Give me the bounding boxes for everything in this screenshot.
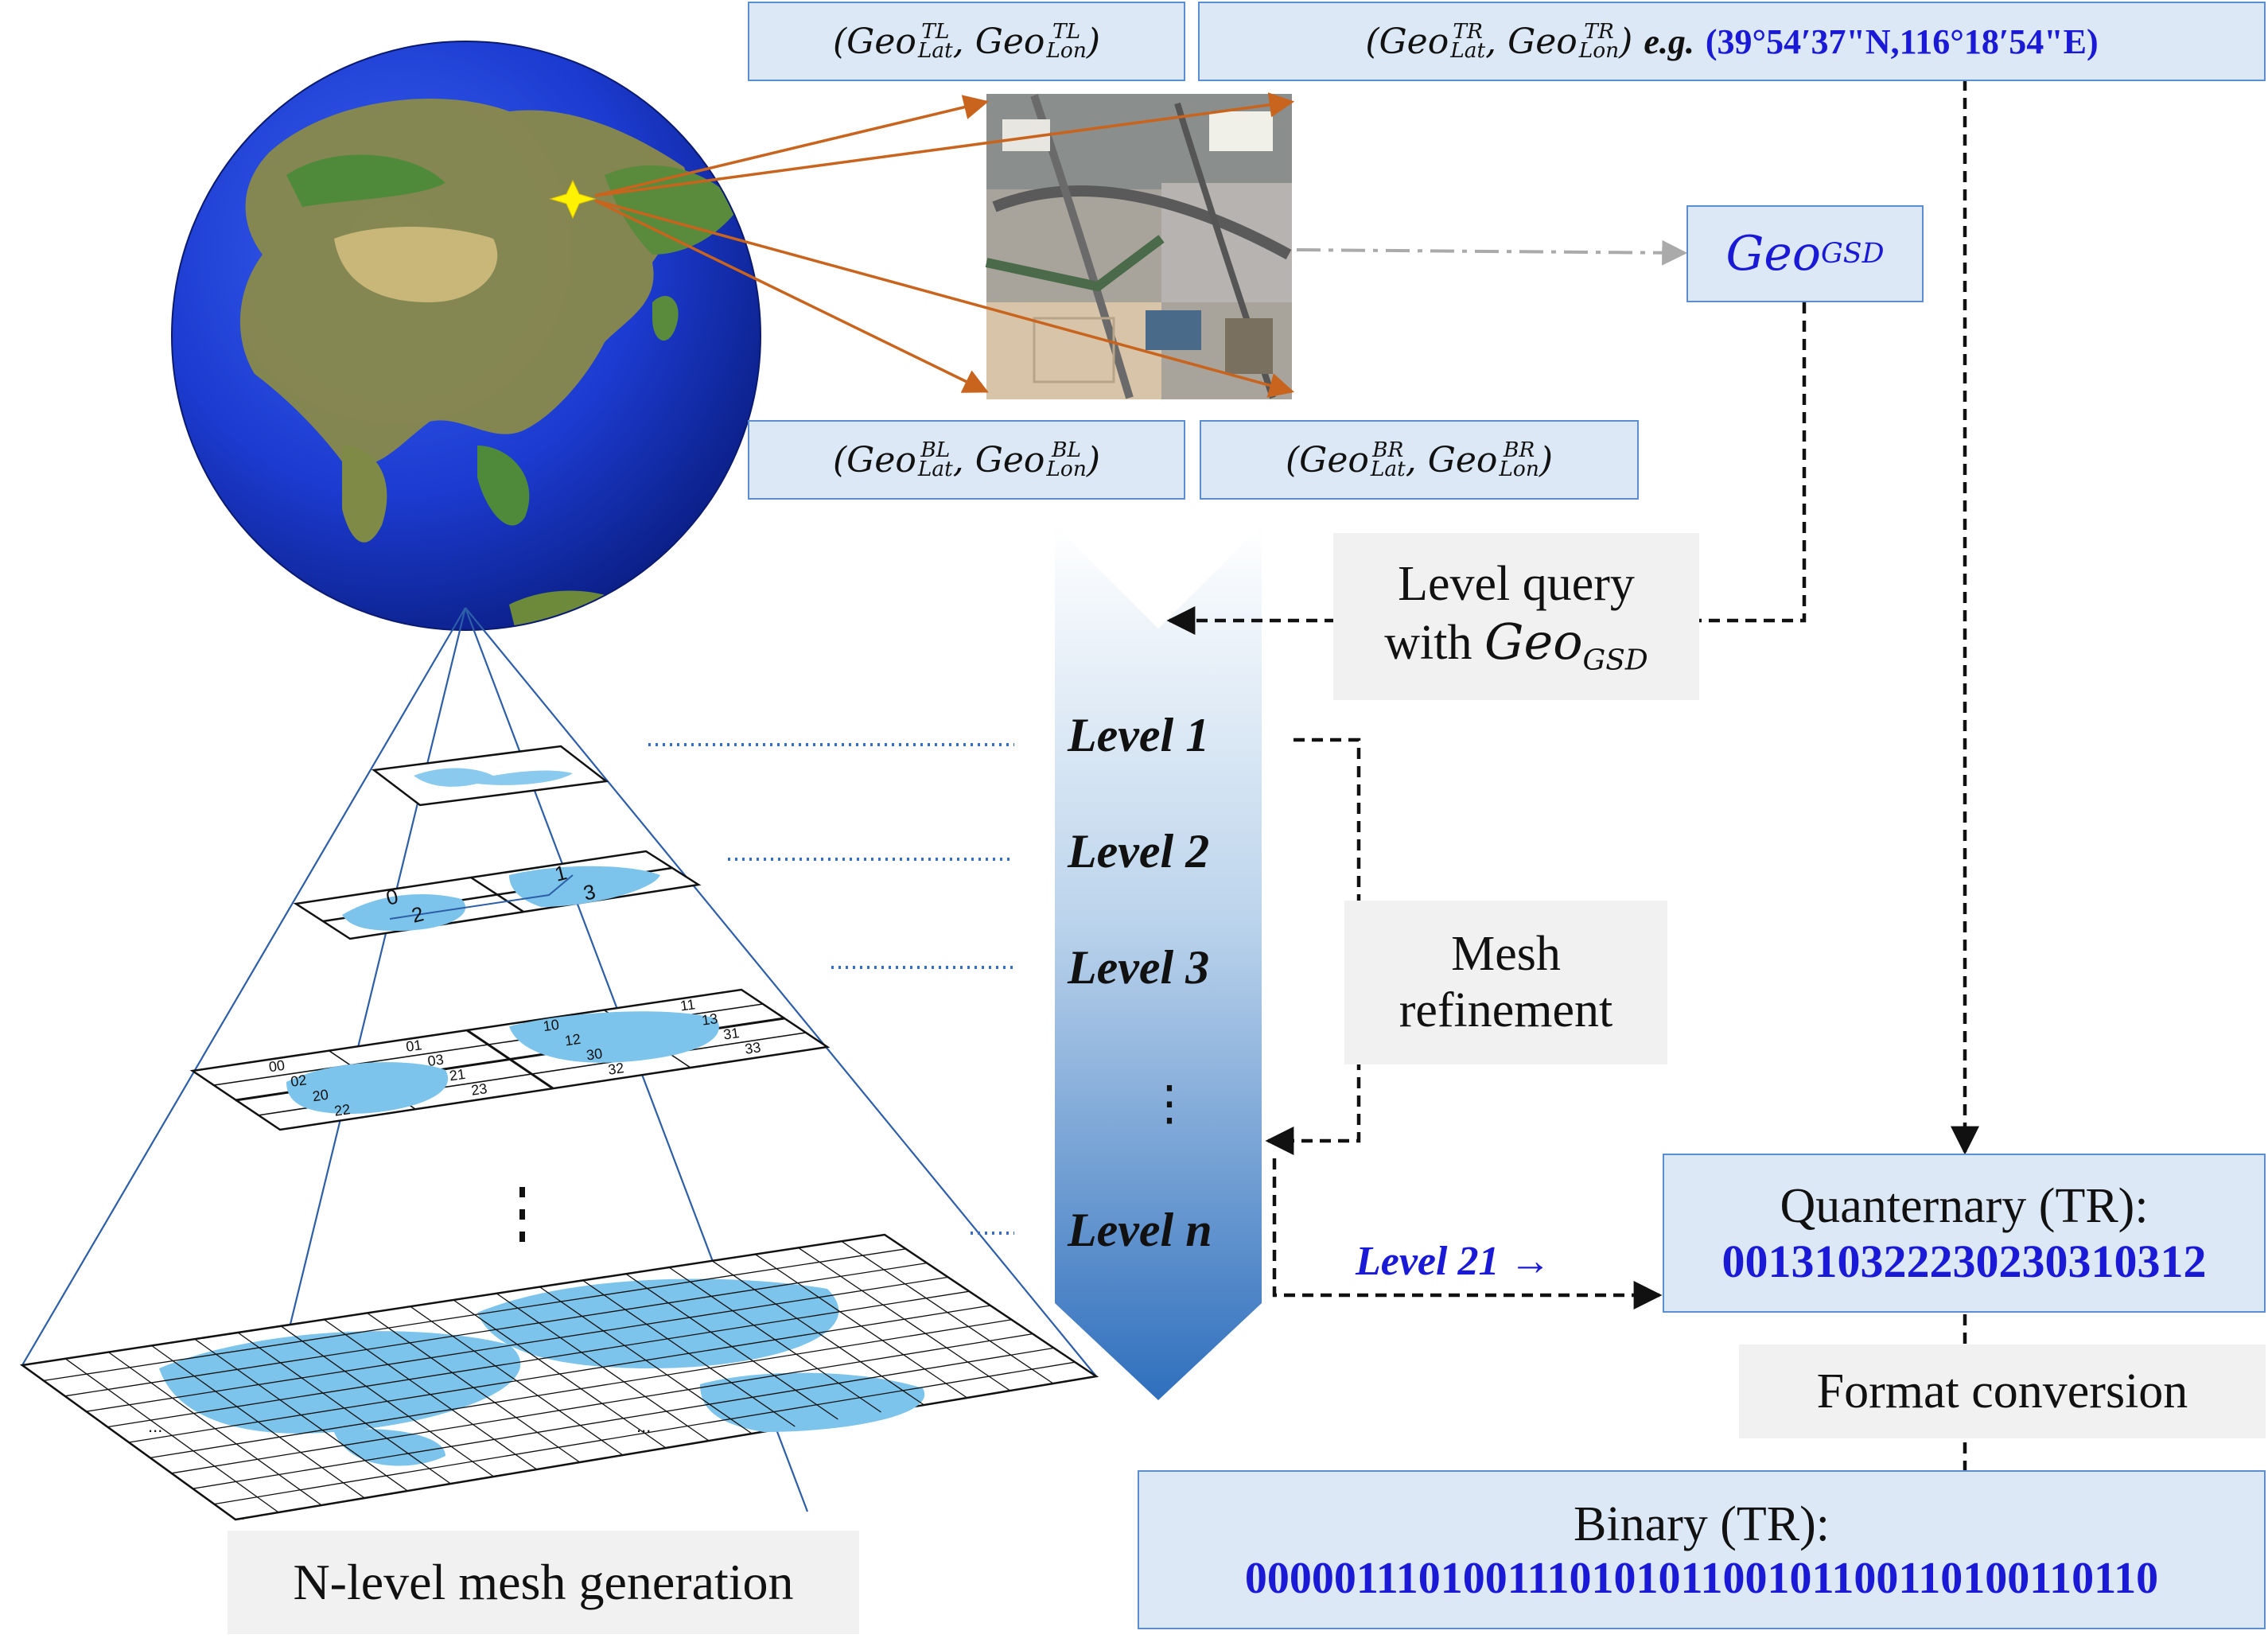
level-ellipsis: ⋮ [1146, 1077, 1193, 1130]
mesh-level-3 [189, 988, 831, 1131]
mesh-refinement-label: Mesh refinement [1344, 901, 1667, 1064]
level-2-label: Level 2 [1068, 825, 1210, 878]
level2-cell-label: 1 [552, 860, 569, 886]
level3-cell-label: 32 [607, 1060, 625, 1078]
level2-cell-label: 2 [409, 901, 426, 928]
arrow-to-top-right [594, 92, 1295, 197]
arrow-to-top-left [594, 95, 990, 197]
binary-box: Binary (TR): 000001110100111010101100101… [1138, 1470, 2266, 1629]
level3-cell-label: 21 [449, 1066, 467, 1084]
level-1-label: Level 1 [1068, 709, 1210, 761]
level3-cell-label: 30 [585, 1045, 604, 1064]
grid-ellipsis-1: ... [636, 1416, 651, 1436]
level3-cell-label: 00 [268, 1057, 286, 1076]
level3-cell-label: 22 [333, 1101, 352, 1119]
level3-cell-label: 12 [564, 1031, 582, 1049]
level3-cell-label: 20 [311, 1087, 329, 1105]
level2-cell-label: 0 [383, 884, 400, 910]
arrow-to-bottom-left [594, 199, 989, 393]
level3-cell-label: 33 [744, 1039, 762, 1057]
level3-cell-label: 11 [679, 996, 696, 1014]
land-australia [509, 590, 652, 630]
mesh-level-1 [371, 745, 609, 807]
level-21-label: Level 21 → [1356, 1239, 1551, 1284]
level3-cell-label: 02 [290, 1072, 308, 1090]
level-n-label: Level n [1068, 1204, 1212, 1256]
land-green [286, 154, 445, 207]
level-query-label: Level query with GeoGSD [1333, 533, 1699, 700]
arrow-to-bottom-right [594, 199, 1295, 398]
land-desert [334, 227, 498, 302]
level3-cell-label: 01 [405, 1037, 423, 1055]
pyramid-ellipsis [519, 1187, 525, 1242]
satellite-image [985, 94, 1292, 399]
level-leader-lines [648, 743, 1014, 1235]
level-3-label: Level 3 [1068, 941, 1210, 994]
arrow-image-to-gsd [1296, 239, 1688, 266]
level-chevron [1055, 525, 1262, 1400]
format-conversion-label: Format conversion [1739, 1345, 2266, 1438]
level3-cell-label: 13 [701, 1010, 719, 1029]
location-star-icon [549, 179, 597, 220]
mesh-level-2 [293, 850, 702, 940]
level3-cell-label: 10 [542, 1017, 560, 1035]
globe [171, 41, 761, 631]
level3-cell-label: 23 [470, 1080, 488, 1099]
grid-ellipsis-0: ... [148, 1416, 162, 1436]
land-japan [652, 295, 679, 341]
quaternary-box: Quanternary (TR): 001310322230230310312 [1663, 1154, 2266, 1313]
mesh-generation-label: N-level mesh generation [228, 1531, 859, 1634]
land-seasia [477, 446, 530, 526]
level2-cell-label: 3 [581, 879, 597, 905]
level3-cell-label: 03 [426, 1052, 445, 1070]
land-india [342, 446, 387, 543]
coordinate-value: (39°54′37"N,116°18′54"E) [1705, 21, 2099, 61]
mesh-level-n [19, 1233, 1099, 1521]
level3-cell-label: 31 [722, 1025, 741, 1043]
